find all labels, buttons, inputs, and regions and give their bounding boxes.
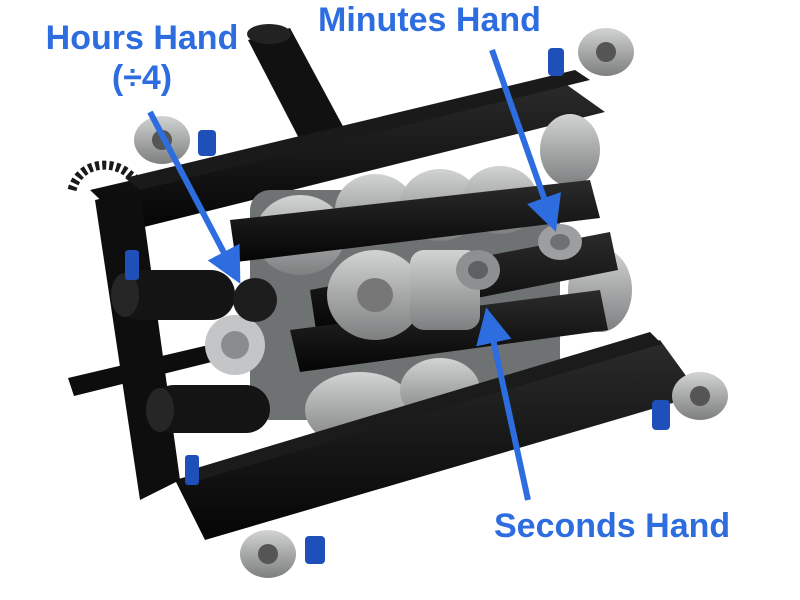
hours-hand-label-line1: Hours Hand [45, 19, 239, 57]
top-axle [247, 24, 345, 150]
front-gears [327, 224, 582, 340]
chain [67, 160, 153, 194]
connector-top-right [548, 28, 634, 76]
minutes-hand-label: Minutes Hand [318, 1, 541, 39]
annotation-arrows [147, 49, 562, 501]
hours-gear [205, 278, 277, 375]
top-beam [90, 70, 605, 230]
connector-bottom-left [240, 530, 325, 578]
left-frame [95, 190, 270, 500]
hours-hand-label: Hours Hand (÷4) [12, 18, 272, 98]
hours-hand-label-line2: (÷4) [111, 59, 173, 97]
seconds-hand-label: Seconds Hand [494, 507, 731, 545]
minutes-arrow [489, 49, 562, 232]
corner-connectors [125, 28, 728, 578]
bottom-beam [175, 332, 700, 540]
hours-arrow [147, 110, 241, 284]
connector-bottom-right [652, 372, 728, 430]
seconds-arrow [476, 307, 531, 501]
